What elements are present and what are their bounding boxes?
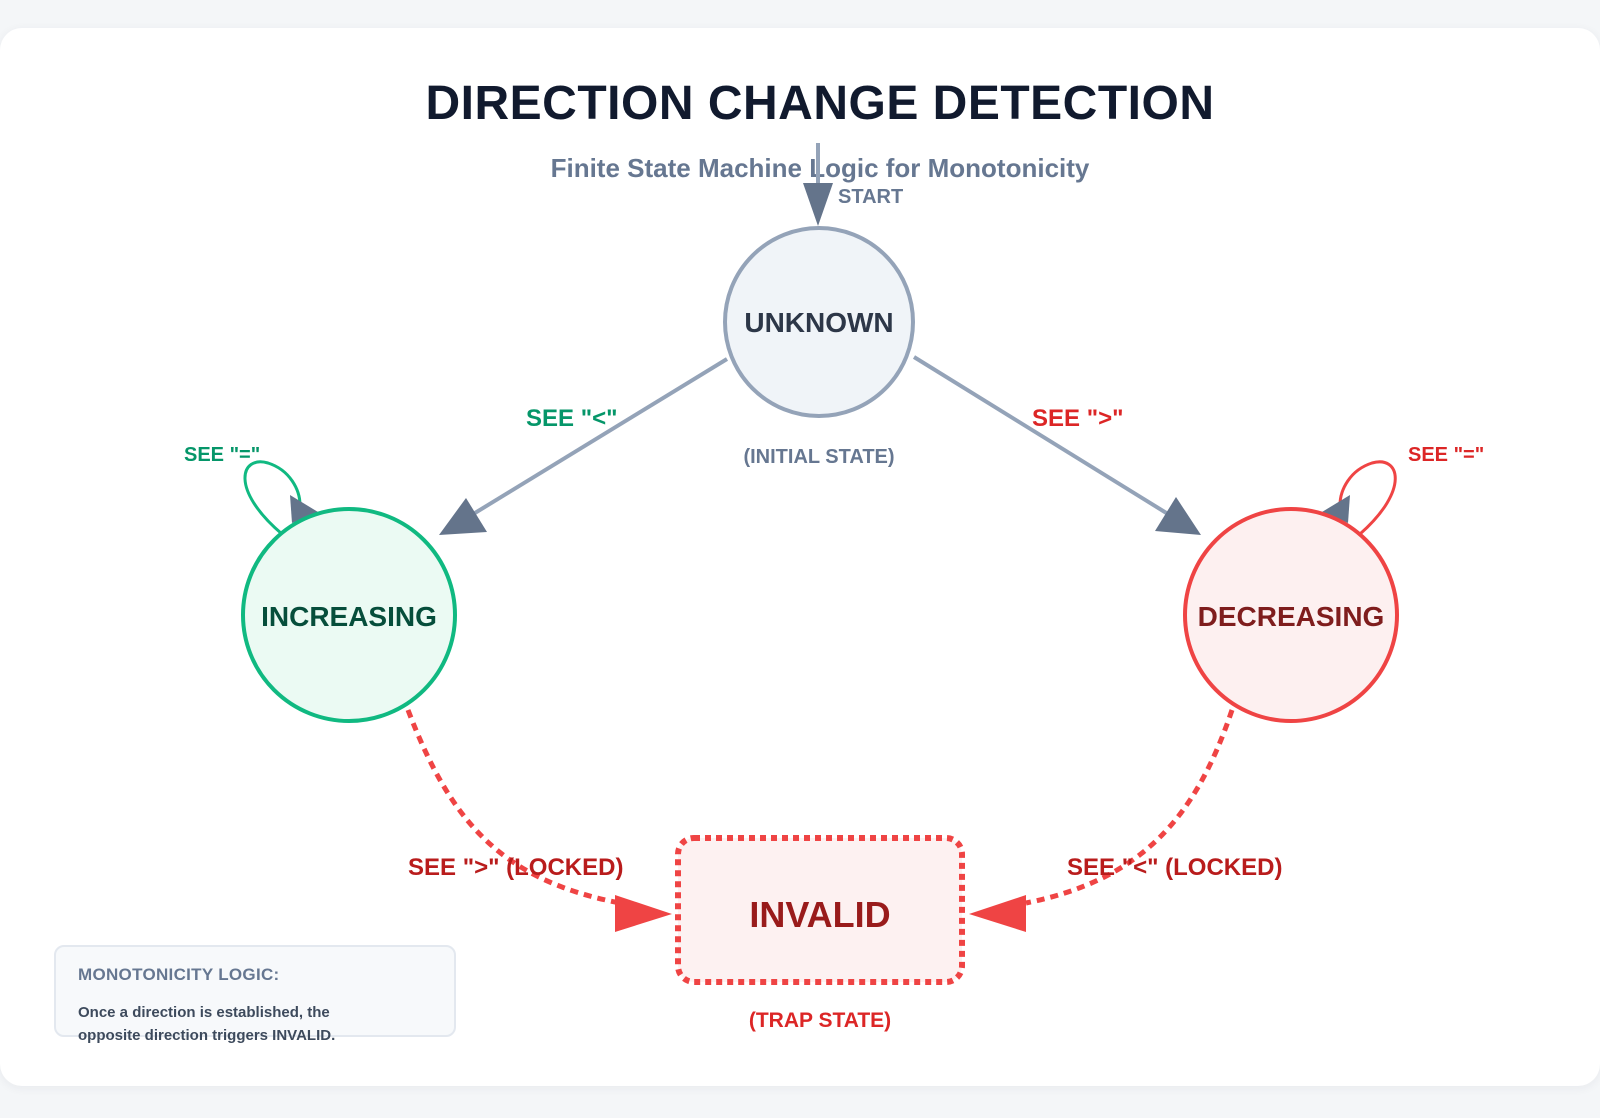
legend-box: MONOTONICITY LOGIC: Once a direction is … (54, 945, 456, 1044)
state-increasing: INCREASING (241, 507, 457, 723)
state-unknown-label: UNKNOWN (744, 307, 893, 338)
self-loop-decreasing (1322, 460, 1397, 536)
legend-title: MONOTONICITY LOGIC: (78, 965, 280, 984)
self-loop-decreasing-label: SEE "=" (1408, 444, 1484, 466)
state-decreasing-label: DECREASING (1198, 601, 1385, 632)
page-title: DIRECTION CHANGE DETECTION (425, 77, 1215, 130)
locked-label-greater: SEE ">" (LOCKED) (408, 854, 623, 881)
state-invalid-note: (TRAP STATE) (749, 1009, 891, 1032)
transition-increasing-to-invalid (405, 709, 672, 932)
state-invalid: INVALID (675, 835, 965, 985)
self-loop-increasing (243, 460, 318, 536)
state-increasing-label: INCREASING (261, 601, 437, 632)
legend-body: Once a direction is established, the opp… (78, 1004, 336, 1044)
state-invalid-label: INVALID (749, 894, 890, 935)
transition-label-greater: SEE ">" (1032, 405, 1123, 432)
start-arrow (803, 143, 833, 226)
locked-label-less: SEE "<" (LOCKED) (1067, 854, 1282, 881)
self-loop-increasing-label: SEE "=" (184, 444, 260, 466)
transition-decreasing-to-invalid (969, 709, 1235, 932)
transition-unknown-to-decreasing (912, 355, 1201, 535)
state-unknown-note: (INITIAL STATE) (743, 446, 894, 468)
state-unknown: UNKNOWN (723, 226, 915, 418)
transition-label-less: SEE "<" (526, 405, 617, 432)
transition-unknown-to-increasing (439, 357, 729, 535)
state-decreasing: DECREASING (1183, 507, 1399, 723)
start-label: START (838, 186, 903, 208)
